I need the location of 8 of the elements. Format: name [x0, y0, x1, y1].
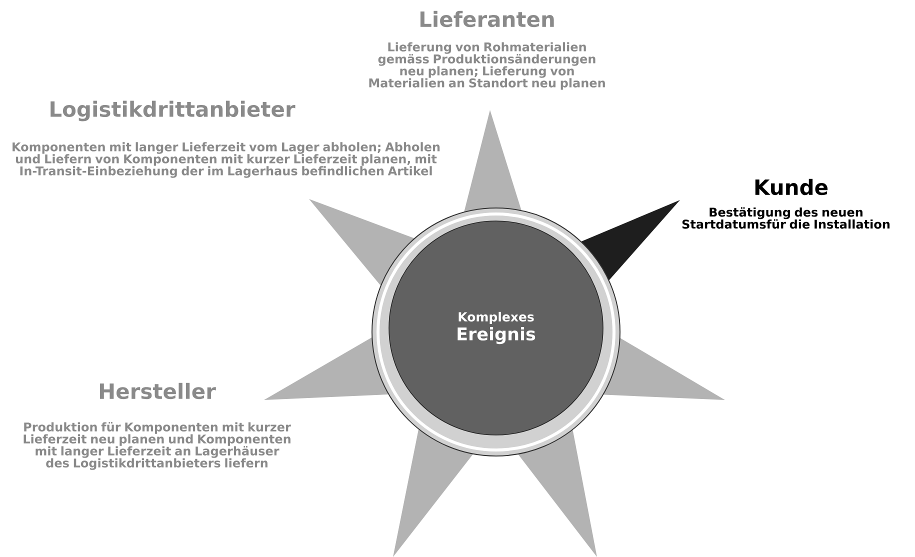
group-heading: Logistikdrittanbieter — [50, 100, 296, 122]
group-description: Produktion für Komponenten mit kurzer Lieferzeit neu planen und Komponenten mit langer Lieferzeit an Lagerhäuser des Logistikdrittanbieters liefern — [24, 422, 291, 470]
group-description: Bestätigung des neuen Startdatumsfür die Installation — [682, 207, 890, 229]
group-description: Lieferung von Rohmaterialien gemäss Produktionsänderungen neu planen; Lieferung von Materialien an Standort neu planen — [369, 42, 605, 90]
group-description: Komponenten mit langer Lieferzeit vom Lager abholen; Abholen und Liefern von Komponenten mit kurzer Lieferzeit planen, mit In-Transit-Einbeziehung der im Lagerhaus befindlichen Artikel — [12, 142, 440, 178]
group-heading: Lieferanten — [420, 10, 554, 28]
group-heading: Hersteller — [100, 382, 216, 400]
group-heading: Kunde — [755, 178, 828, 196]
